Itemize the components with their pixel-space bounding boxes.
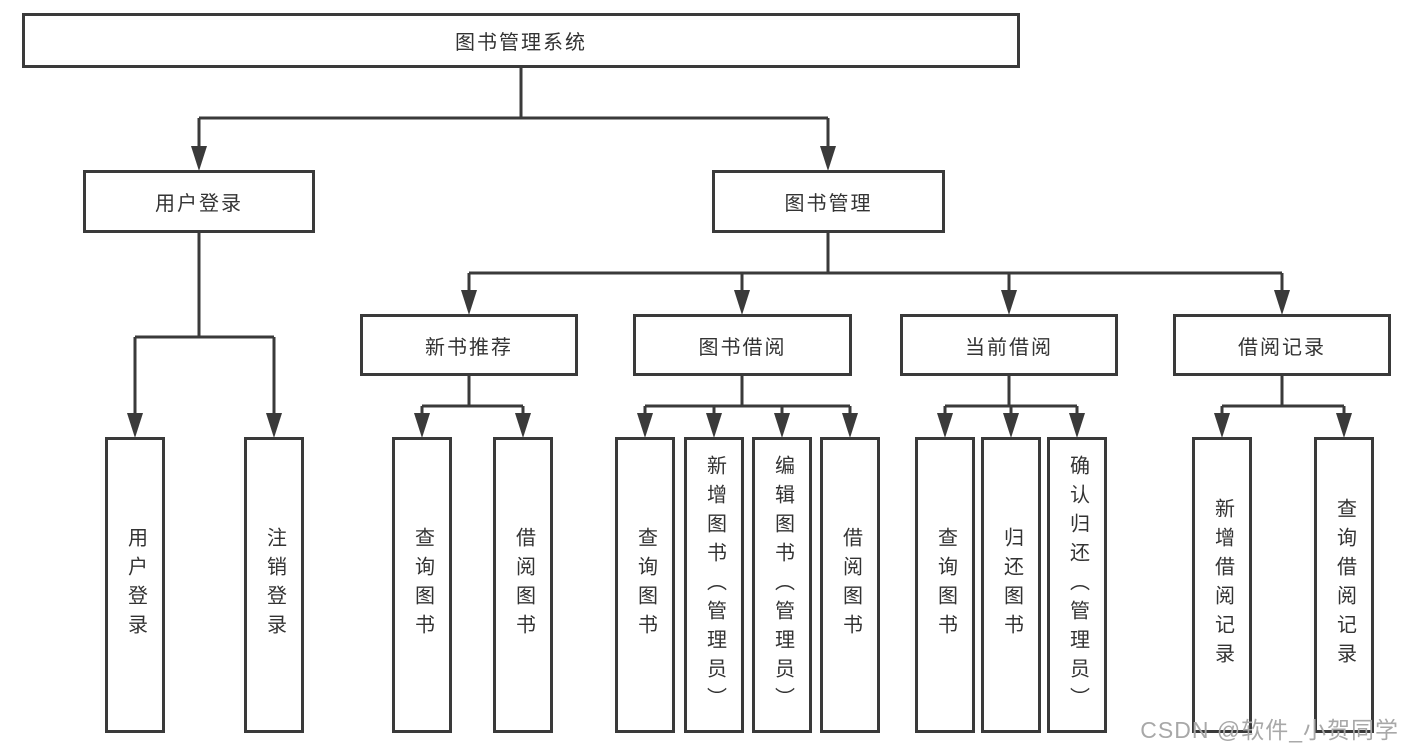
node-borrowing-records: 借阅记录 [1173, 314, 1391, 376]
node-label: 图书管理 [784, 193, 873, 215]
node-label: 注销登录 [263, 527, 286, 643]
node-label: 查询图书 [934, 527, 957, 643]
leaf-borrowing-borrow-books: 借阅图书 [820, 437, 880, 733]
node-label: 新增借阅记录 [1211, 498, 1234, 672]
leaf-records-query-record: 查询借阅记录 [1314, 437, 1374, 733]
node-root: 图书管理系统 [22, 13, 1020, 68]
node-label: 图书管理系统 [455, 32, 587, 54]
leaf-borrowing-edit-books-admin: 编辑图书（管理员） [752, 437, 812, 733]
watermark-text: CSDN @软件_小贺同学 [1140, 717, 1399, 743]
leaf-logout-login: 注销登录 [244, 437, 304, 733]
node-label: 归还图书 [1000, 527, 1023, 643]
leaf-records-add-record: 新增借阅记录 [1192, 437, 1252, 733]
leaf-borrowing-query-books: 查询图书 [615, 437, 675, 733]
node-label: 新增图书（管理员） [703, 454, 726, 716]
node-label: 借阅记录 [1238, 336, 1326, 359]
node-label: 借阅图书 [839, 527, 862, 643]
leaf-borrowing-add-books-admin: 新增图书（管理员） [684, 437, 744, 733]
node-label: 新书推荐 [425, 336, 513, 359]
node-book-borrowing: 图书借阅 [633, 314, 852, 376]
leaf-user-login: 用户登录 [105, 437, 165, 733]
node-label: 查询借阅记录 [1333, 498, 1356, 672]
node-current-borrowing: 当前借阅 [900, 314, 1118, 376]
node-book-management: 图书管理 [712, 170, 945, 233]
node-label: 编辑图书（管理员） [771, 454, 794, 716]
leaf-current-return-books: 归还图书 [981, 437, 1041, 733]
leaf-current-confirm-return-admin: 确认归还（管理员） [1047, 437, 1107, 733]
node-label: 图书借阅 [698, 336, 787, 359]
node-label: 查询图书 [634, 527, 657, 643]
leaf-recommend-borrow-books: 借阅图书 [493, 437, 553, 733]
node-label: 借阅图书 [512, 527, 535, 643]
node-label: 用户登录 [155, 193, 243, 215]
node-new-book-recommendation: 新书推荐 [360, 314, 578, 376]
node-label: 查询图书 [411, 527, 434, 643]
leaf-recommend-query-books: 查询图书 [392, 437, 452, 733]
node-label: 用户登录 [124, 527, 147, 643]
node-user-login: 用户登录 [83, 170, 315, 233]
node-label: 当前借阅 [965, 336, 1053, 359]
node-label: 确认归还（管理员） [1066, 454, 1089, 716]
leaf-current-query-books: 查询图书 [915, 437, 975, 733]
